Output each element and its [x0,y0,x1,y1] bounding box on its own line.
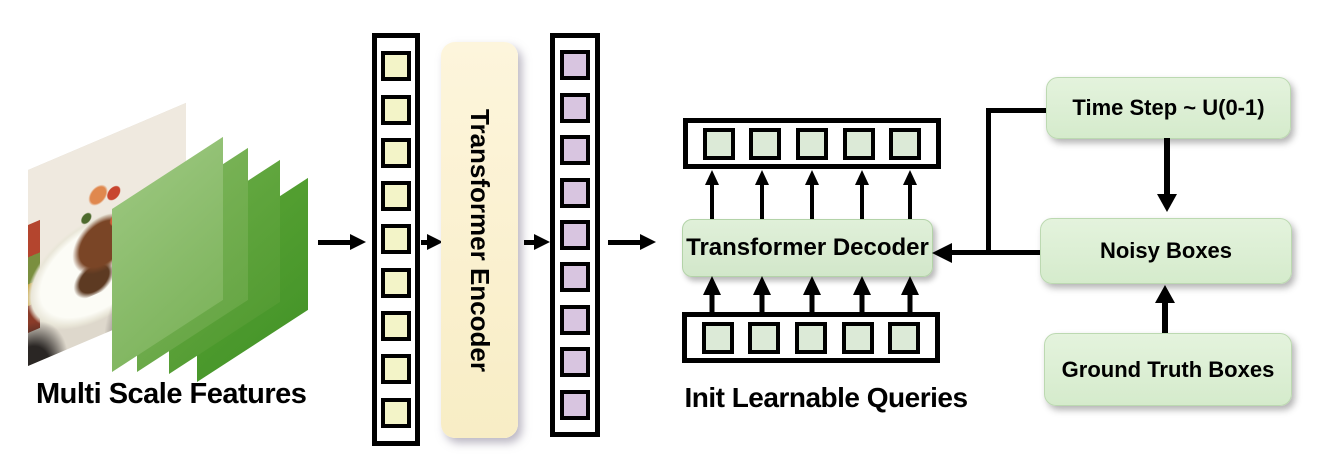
encoded-token [560,262,590,293]
arrowhead-into-decoder [932,243,952,263]
arrow-decoder-to-output [752,170,772,219]
encoded-token [560,219,590,250]
arrow-decoder-to-output [702,170,722,219]
arrow-decoder-to-output [802,170,822,219]
output-slot [749,127,782,160]
encoded-token [560,50,590,81]
query-slot [794,321,827,354]
feature-token [381,354,411,385]
feature-token [381,51,411,82]
query-slot [888,321,921,354]
feature-token [381,137,411,168]
transformer-decoder-box: Transformer Decoder [682,219,933,277]
feature-token [381,267,411,298]
encoded-token [560,304,590,335]
time-step-box: Time Step ~ U(0-1) [1046,77,1291,139]
ground-truth-boxes-label: Ground Truth Boxes [1061,356,1275,382]
feature-token [381,311,411,342]
feature-token [381,224,411,255]
encoded-token [560,177,590,208]
encoded-token [560,347,590,378]
query-slot [701,321,734,354]
feature-token-column [372,33,420,446]
transformer-encoder-label: Transformer Encoder [465,108,495,372]
arrow-decoder-to-output [852,170,872,219]
transformer-decoder-label: Transformer Decoder [686,234,929,261]
query-slot [841,321,874,354]
output-slot [795,127,828,160]
query-slot [748,321,781,354]
output-slot [702,127,735,160]
encoded-token [560,135,590,166]
query-slot-row [682,312,940,363]
encoded-token [560,92,590,123]
output-slot-row [683,118,941,169]
time-step-label: Time Step ~ U(0-1) [1072,95,1265,120]
arrow-decoder-to-output [900,170,920,219]
noisy-boxes-box: Noisy Boxes [1040,218,1292,284]
encoded-token-column [550,33,600,437]
output-slot [889,127,922,160]
encoded-token [560,389,590,420]
ground-truth-boxes-box: Ground Truth Boxes [1044,333,1292,406]
feature-token [381,94,411,125]
noisy-boxes-label: Noisy Boxes [1099,238,1233,263]
init-learnable-queries-label: Init Learnable Queries [684,382,968,413]
transformer-encoder-box: Transformer Encoder [441,42,518,438]
feature-token [381,397,411,428]
feature-token [381,181,411,212]
multi-scale-features-label: Multi Scale Features [36,378,307,410]
output-slot [842,127,875,160]
